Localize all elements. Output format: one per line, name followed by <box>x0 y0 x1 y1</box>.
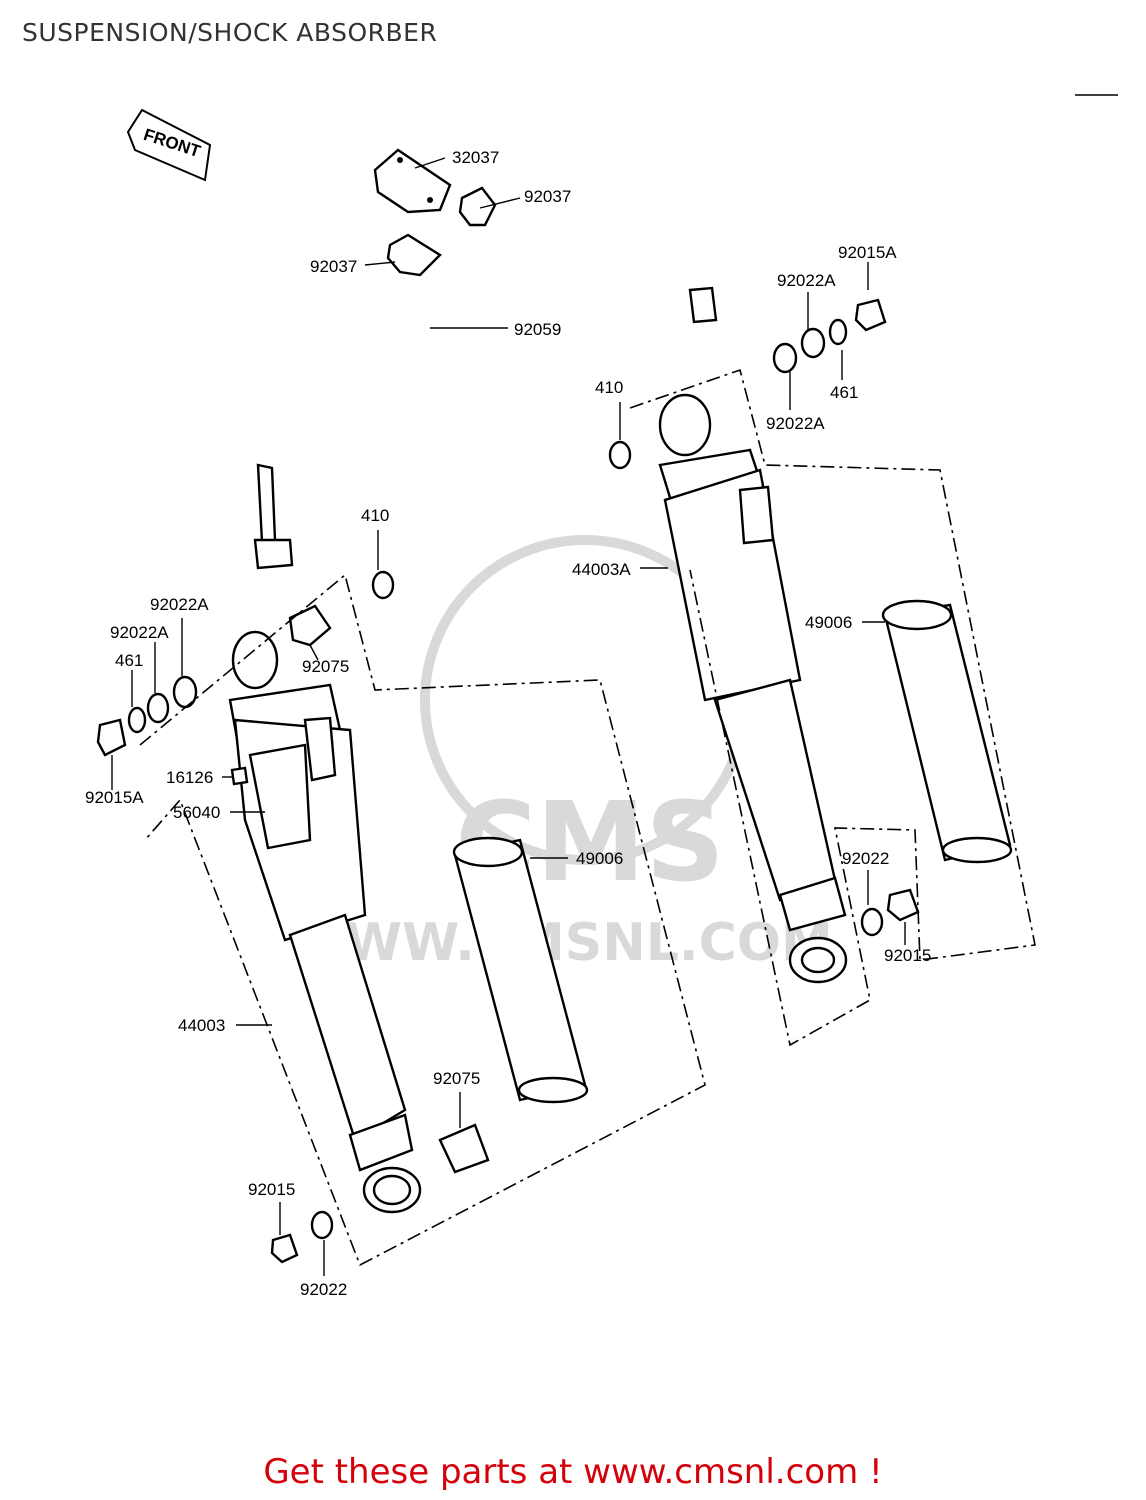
lockwasher-461-right <box>828 318 848 346</box>
nut-92015-right <box>886 888 920 922</box>
clamp-92037-top <box>458 186 497 227</box>
hose-92059 <box>253 201 718 570</box>
washer-410-right <box>608 440 632 470</box>
bracket-32037 <box>373 148 452 214</box>
page-title: SUSPENSION/SHOCK ABSORBER <box>22 18 438 47</box>
label-16126: 16126 <box>166 768 213 787</box>
label-44003A: 44003A <box>572 560 631 579</box>
washer-92022A-left-top <box>172 675 198 709</box>
label-92022A-right-bottom: 92022A <box>766 414 825 433</box>
exploded-parts-diagram: CMS WWW.CMSNL.COM FRONT <box>85 94 1118 1299</box>
label-461-left: 461 <box>115 651 143 670</box>
label-56040: 56040 <box>173 803 220 822</box>
label-49006-left: 49006 <box>576 849 623 868</box>
leader-lines <box>111 157 906 1276</box>
washer-92022A-right-top <box>800 327 826 359</box>
label-92022-right: 92022 <box>842 849 889 868</box>
label-92037-top: 92037 <box>524 187 571 206</box>
label-92022-left: 92022 <box>300 1280 347 1299</box>
left-shock-absorber <box>228 630 422 1214</box>
label-92075-bottom: 92075 <box>433 1069 480 1088</box>
collar-92075-bottom <box>438 1123 490 1174</box>
label-92022A-right-top: 92022A <box>777 271 836 290</box>
label-92075-top: 92075 <box>302 657 349 676</box>
right-spring-boot <box>881 599 1013 864</box>
washer-410-left <box>371 570 395 600</box>
label-92022A-left-top: 92022A <box>150 595 209 614</box>
label-410-right: 410 <box>595 378 623 397</box>
label-44003: 44003 <box>178 1016 225 1035</box>
assembly-outlines <box>139 368 1036 1267</box>
capnut-92015A-left <box>96 718 127 757</box>
washer-92022-left <box>310 1210 334 1240</box>
label-92059: 92059 <box>514 320 561 339</box>
nut-92015-left <box>270 1233 299 1264</box>
label-92037-left: 92037 <box>310 257 357 276</box>
label-92015A-left: 92015A <box>85 788 144 807</box>
washer-92022A-left-mid <box>146 692 170 724</box>
label-92015-right: 92015 <box>884 946 931 965</box>
label-92015-left: 92015 <box>248 1180 295 1199</box>
label-92015A-right: 92015A <box>838 243 897 262</box>
washer-92022A-right-bottom <box>772 342 798 374</box>
part-number-labels: 32037 92037 92037 92059 92015A 92022A 46… <box>85 148 931 1299</box>
label-461-right: 461 <box>830 383 858 402</box>
front-arrow-icon: FRONT <box>126 108 212 182</box>
right-shock-absorber <box>658 393 848 984</box>
clamp-92037-left <box>386 233 442 277</box>
small-hardware-parts <box>96 298 920 1264</box>
fitting-16126 <box>230 766 249 786</box>
label-410-left: 410 <box>361 506 389 525</box>
capnut-92015A-right <box>854 298 887 332</box>
collar-92075-top <box>288 604 332 647</box>
footer-link[interactable]: Get these parts at www.cmsnl.com ! <box>263 1452 883 1492</box>
label-32037: 32037 <box>452 148 499 167</box>
label-49006-right: 49006 <box>805 613 852 632</box>
label-92022A-left-mid: 92022A <box>110 623 169 642</box>
lockwasher-461-left <box>127 706 147 734</box>
washer-92022-right <box>860 907 884 937</box>
watermark-url-text: WWW.CMSNL.COM <box>287 913 832 973</box>
left-spring-boot <box>452 836 589 1104</box>
